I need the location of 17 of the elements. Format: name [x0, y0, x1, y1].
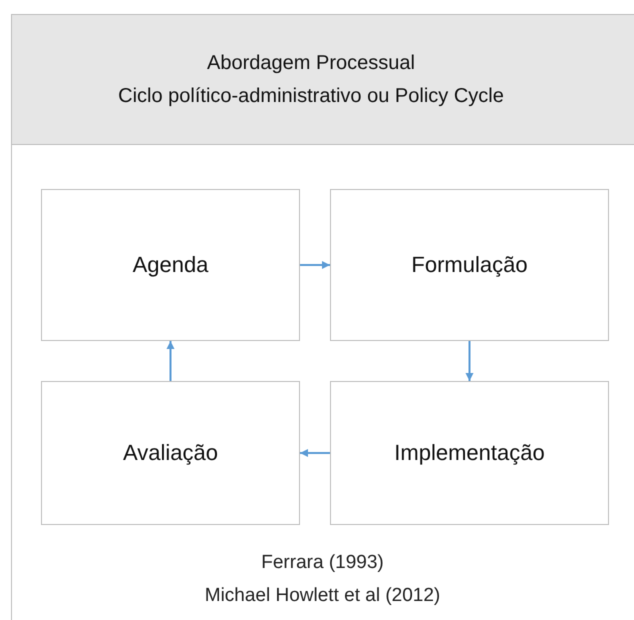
header-band: [12, 15, 634, 145]
arrow: [466, 341, 474, 381]
box-label: Avaliação: [123, 440, 218, 466]
process-box: [41, 189, 300, 341]
arrow: [300, 261, 330, 269]
process-box: [330, 381, 609, 525]
arrow: [166, 341, 174, 381]
source-citation: Ferrara (1993): [260, 552, 385, 574]
process-box: [41, 381, 300, 525]
heading: Ciclo político-administrativo ou Policy Cycle: [117, 84, 505, 108]
source-citation: Michael Howlett et al (2012): [204, 585, 442, 607]
box-label: Implementação: [394, 440, 545, 466]
box-label: Agenda: [132, 252, 208, 278]
heading: Abordagem Processual: [206, 50, 416, 76]
arrow: [300, 449, 330, 457]
box-label: Formulação: [411, 252, 528, 278]
process-box: [330, 189, 609, 341]
